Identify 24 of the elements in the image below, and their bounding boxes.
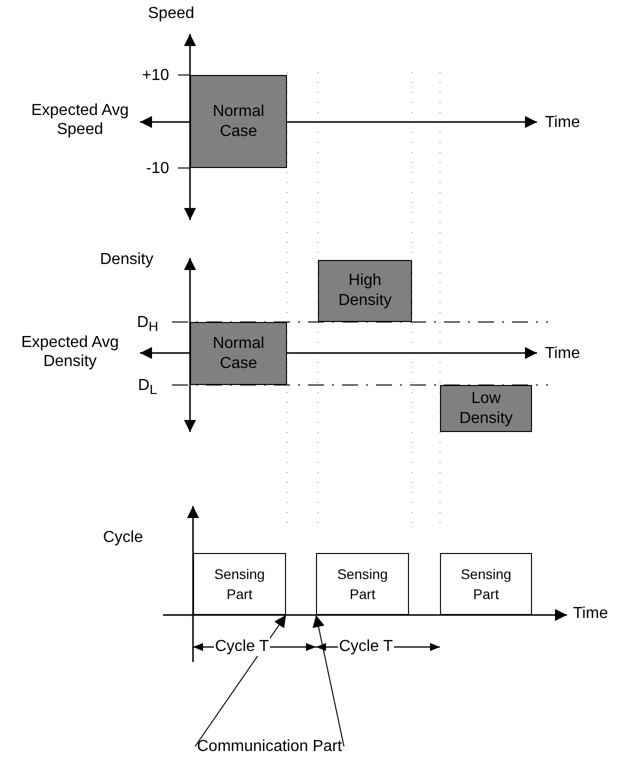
callout-text: Communication Part [197,737,342,756]
phase-box: Sensing Part [440,553,532,615]
phase-box: Sensing Part [316,553,409,615]
case-box: Normal Case [190,322,287,385]
axis-title: Expected Avg Speed [30,101,130,139]
dimension-label: Cycle T [338,637,394,656]
axis-title: Density [100,250,154,269]
axis-title: Time [573,604,608,623]
tick-label: D$_{H}$ [137,313,158,336]
axis-title: Cycle [103,528,144,547]
case-box: High Density [318,260,412,322]
tick-label: +10 [142,66,170,85]
case-box: Normal Case [190,75,287,168]
axis-title: Expected Avg Density [20,333,120,371]
phase-box: Sensing Part [193,553,286,615]
axis-title: Speed [148,4,194,23]
case-box: Low Density [440,385,532,432]
axis-title: Time [545,344,580,363]
tick-label: D$_{L}$ [138,376,157,400]
leader-line [312,614,344,747]
axis-title: Time [545,113,580,132]
tick-label: -10 [146,159,170,178]
leader-line [194,614,286,747]
dimension-label: Cycle T [214,637,270,656]
